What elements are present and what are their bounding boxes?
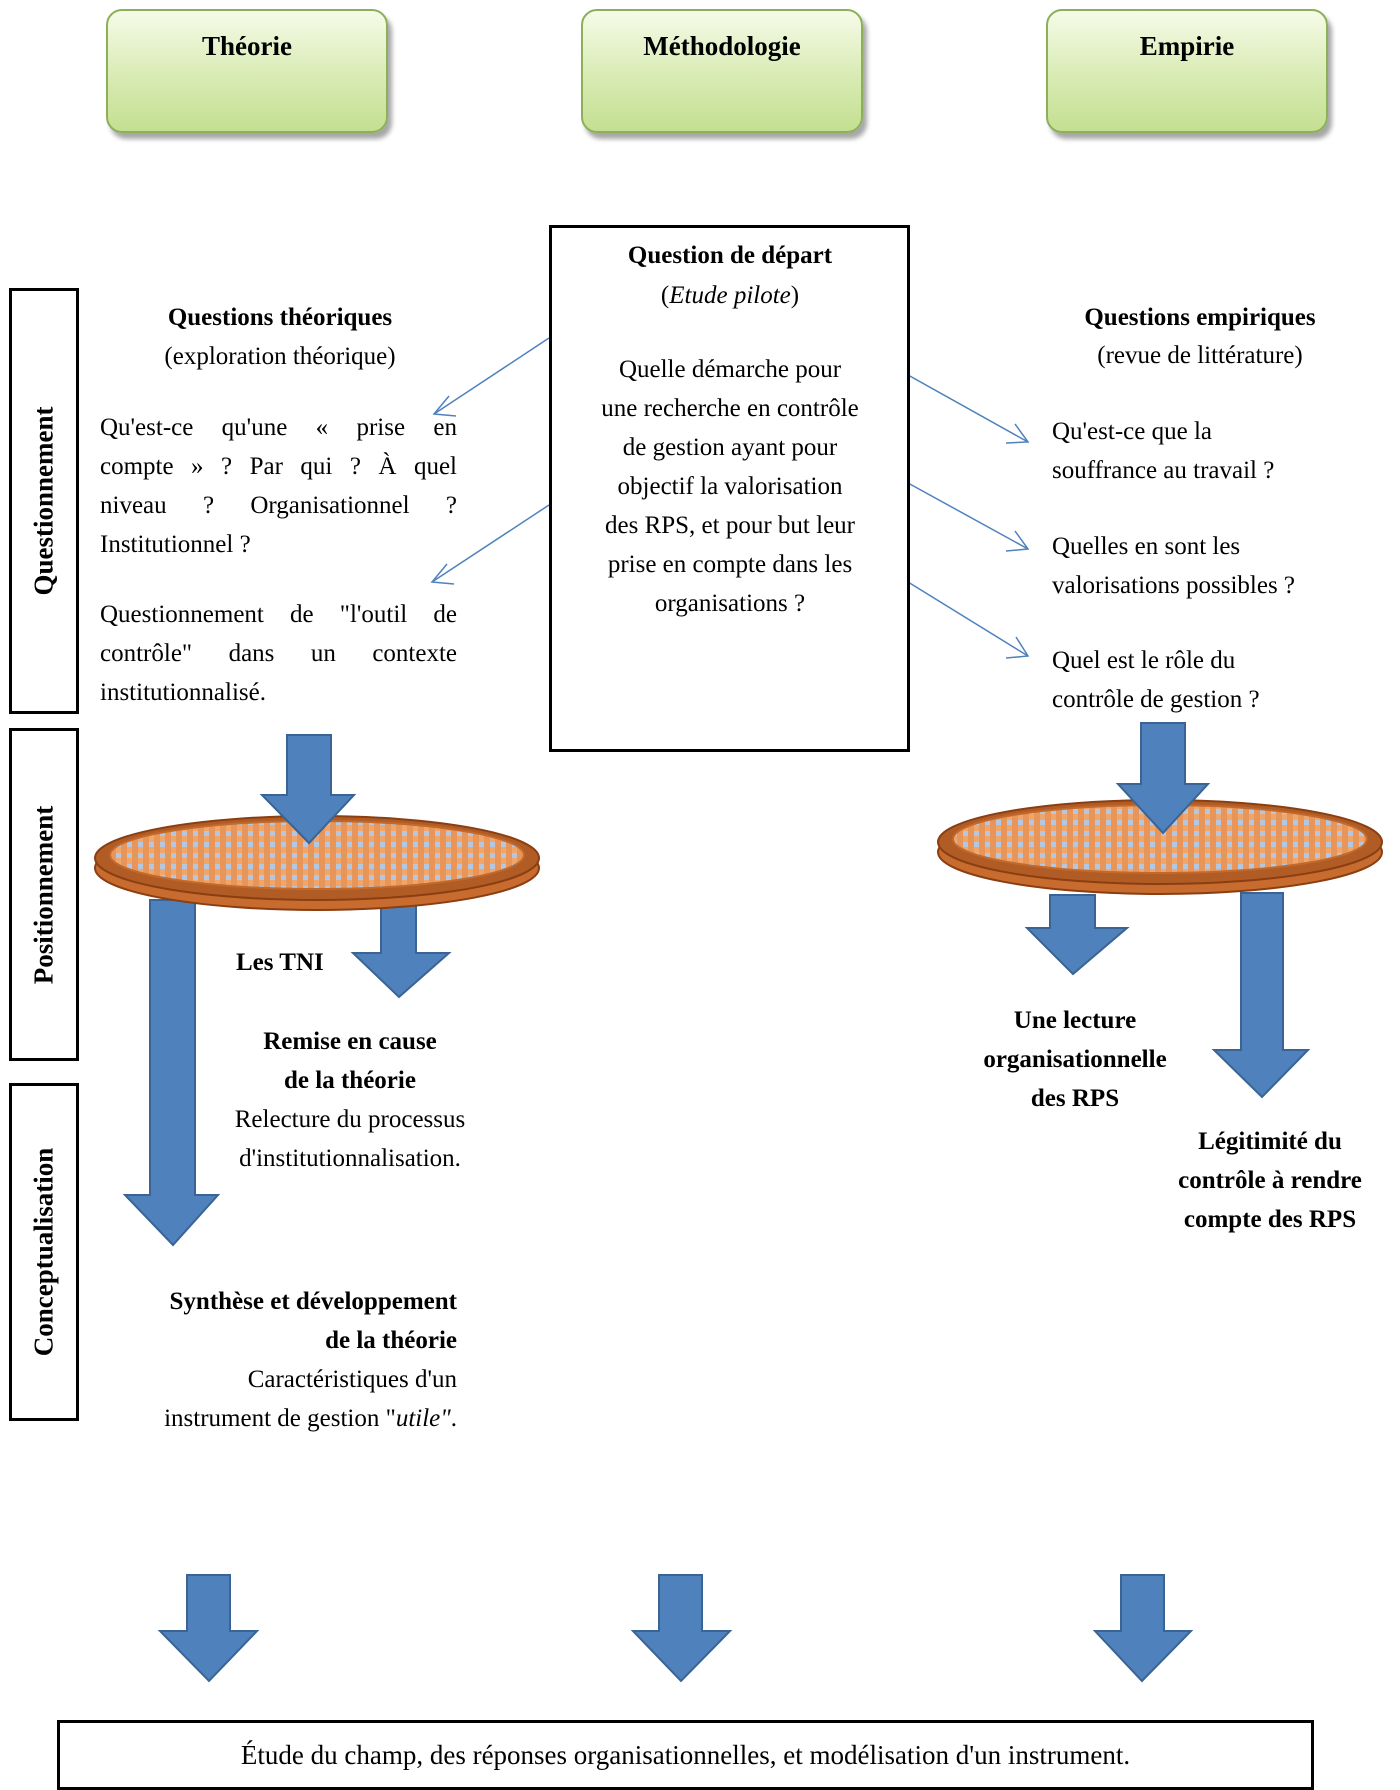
- connector-to-empirical-q3: [907, 581, 1030, 659]
- connector-to-theory-q2: [430, 504, 550, 585]
- reading-arrow: [1024, 894, 1130, 976]
- connector-to-theory-q1: [432, 337, 550, 417]
- theory-sieve: [94, 815, 540, 911]
- header-methodology-label: Méthodologie: [643, 31, 801, 61]
- theory-long-arrow: [122, 899, 221, 1247]
- empirical-question-3: Quel est le rôle du contrôle de gestion …: [1052, 647, 1260, 713]
- organisational-reading: Une lecture organisationnelle des RPS: [983, 1007, 1167, 1112]
- theory-input-arrow: [259, 734, 357, 845]
- connector-to-empirical-q1: [907, 374, 1030, 444]
- phase-conceptualisation-label: Conceptualisation: [28, 1147, 59, 1357]
- legitimacy-arrow: [1211, 892, 1311, 1099]
- header-empirical: Empirie: [1046, 9, 1328, 133]
- empirical-question-2: Quelles en sont les valorisations possib…: [1052, 533, 1296, 599]
- theory-synthesis: Synthèse et développement de la théorie …: [164, 1288, 457, 1432]
- tni-label: Les TNI: [236, 949, 324, 976]
- bottom-arrow-methodology: [630, 1574, 733, 1683]
- phase-conceptualisation: Conceptualisation: [9, 1083, 79, 1421]
- empirical-sieve: [937, 799, 1383, 895]
- empirical-questions-subtitle: (revue de littérature): [1097, 342, 1303, 369]
- connector-arrows: [430, 337, 1030, 659]
- theory-question-2: Questionnement de "l'outil de contrôle" …: [100, 601, 457, 706]
- theory-question-1: Qu'est-ce qu'une « prise en compte » ? P…: [100, 414, 457, 558]
- header-empirical-label: Empirie: [1139, 31, 1235, 61]
- bottom-arrow-theory: [157, 1574, 260, 1683]
- phase-questioning-label: Questionnement: [28, 406, 59, 596]
- starting-question-subtitle: (Etude pilote): [660, 282, 800, 309]
- header-theory: Théorie: [106, 9, 388, 133]
- empirical-question-1: Qu'est-ce que la souffrance au travail ?: [1052, 418, 1275, 484]
- tni-arrow: [350, 897, 452, 999]
- empirical-questions-title: Questions empiriques: [1084, 304, 1316, 331]
- conclusion-box: Étude du champ, des réponses organisatio…: [57, 1720, 1314, 1790]
- starting-question-title: Question de départ: [627, 242, 833, 269]
- phase-positioning-label: Positionnement: [28, 805, 59, 984]
- starting-question-box: [549, 225, 910, 752]
- connector-to-empirical-q2: [907, 482, 1030, 552]
- empirical-input-arrow: [1115, 722, 1211, 835]
- phase-positioning: Positionnement: [9, 728, 79, 1061]
- bottom-arrow-empirical: [1092, 1574, 1194, 1683]
- theory-questions-title: Questions théoriques: [167, 304, 393, 331]
- starting-question-text: Quelle démarche pour une recherche en co…: [601, 356, 859, 617]
- theory-challenge: Remise en cause de la théorie Relecture …: [234, 1028, 466, 1172]
- theory-questions-subtitle: (exploration théorique): [164, 343, 396, 370]
- header-methodology: Méthodologie: [581, 9, 863, 133]
- control-legitimacy: Légitimité du contrôle à rendre compte d…: [1178, 1128, 1362, 1233]
- header-theory-label: Théorie: [202, 31, 292, 61]
- conclusion-text: Étude du champ, des réponses organisatio…: [240, 1740, 1131, 1770]
- phase-questioning: Questionnement: [9, 288, 79, 714]
